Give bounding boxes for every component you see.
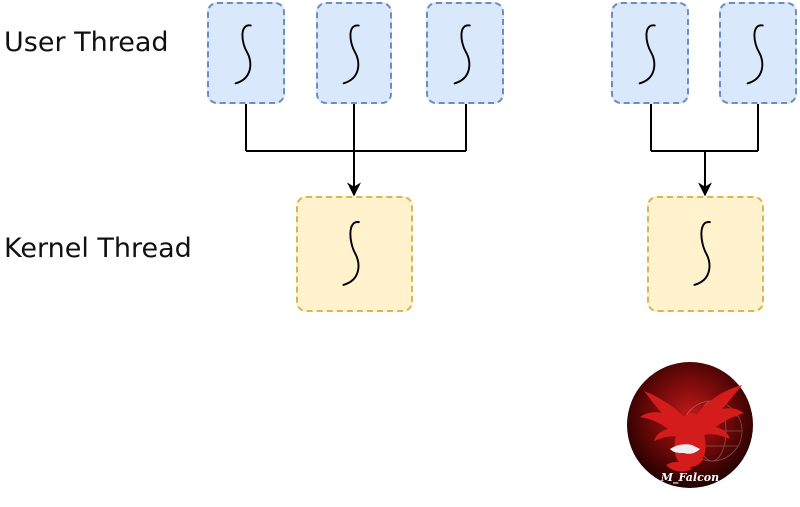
thread-squiggle-icon (234, 24, 252, 85)
thread-squiggle-icon (693, 221, 711, 286)
user-thread-label: User Thread (4, 27, 169, 58)
thread-squiggle-icon (342, 24, 360, 85)
user-thread-box-3 (426, 2, 504, 104)
kernel-thread-box-2 (647, 196, 764, 312)
right-group-connectors (650, 104, 759, 197)
left-group-connectors (245, 104, 467, 197)
thread-squiggle-icon (746, 24, 764, 85)
m-falcon-logo: M_Falcon (627, 362, 753, 488)
logo-text: M_Falcon (660, 471, 719, 485)
kernel-thread-box-1 (296, 196, 413, 312)
thread-squiggle-icon (342, 221, 360, 286)
thread-squiggle-icon (638, 24, 656, 85)
kernel-thread-label: Kernel Thread (4, 233, 192, 264)
user-thread-box-2 (316, 2, 392, 104)
thread-squiggle-icon (453, 24, 471, 85)
user-thread-box-4 (611, 2, 689, 104)
handshake-icon (670, 444, 700, 454)
user-thread-box-5 (719, 2, 797, 104)
eagle-icon (640, 385, 744, 472)
user-thread-box-1 (207, 2, 285, 104)
